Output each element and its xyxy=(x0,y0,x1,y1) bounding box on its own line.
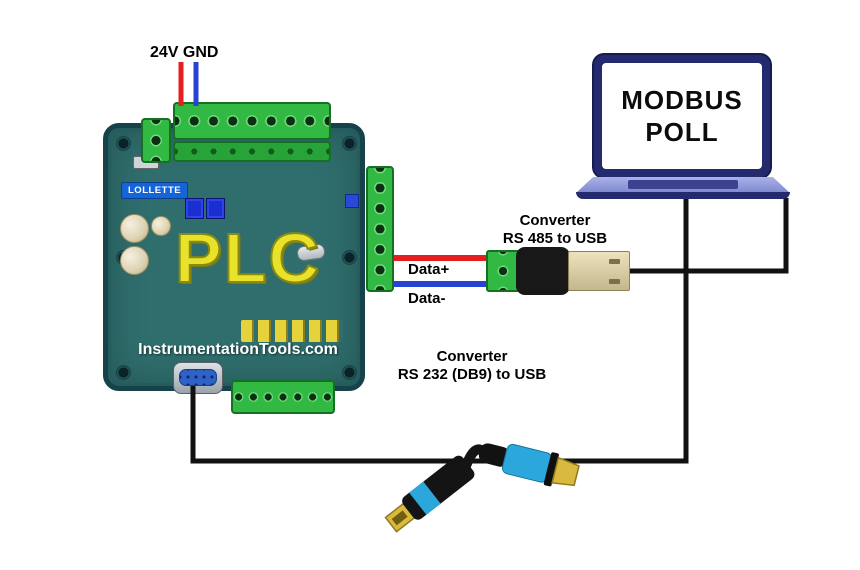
rs485-converter-title-line1: Converter xyxy=(519,212,591,229)
mounting-hole xyxy=(116,365,131,380)
capacitor xyxy=(120,214,149,243)
laptop-base-edge xyxy=(576,192,790,199)
capacitor xyxy=(151,216,171,236)
mounting-hole xyxy=(342,365,357,380)
mounting-hole xyxy=(342,250,357,265)
laptop-base xyxy=(576,177,790,200)
relay-row xyxy=(241,320,343,342)
capacitor xyxy=(120,246,149,275)
rs232-usb-cable-route xyxy=(190,198,689,464)
rs232-converter-title-line1: Converter xyxy=(436,348,508,365)
db9-connector xyxy=(478,443,580,487)
db9-serial-port xyxy=(173,362,223,394)
laptop-keyboard xyxy=(628,180,738,189)
power-label: 24V GND xyxy=(150,44,219,61)
usb-plug xyxy=(568,251,630,291)
modbus-poll-line1: MODBUS xyxy=(621,84,743,115)
terminal-block-top xyxy=(173,102,331,140)
plc-brand-label: LOLLETTE xyxy=(121,182,189,199)
usb-connector xyxy=(384,455,475,533)
laptop-display: MODBUS POLL xyxy=(602,63,762,169)
db9-collar xyxy=(543,452,559,487)
db9-cable-boot xyxy=(478,443,510,467)
db9-gold-dsub xyxy=(551,456,580,487)
rs232-converter-title-line2: RS 232 (DB9) to USB xyxy=(397,366,547,383)
usb-tip-slot xyxy=(391,510,408,526)
rs485-converter-body xyxy=(516,247,570,295)
data-plus-label: Data+ xyxy=(408,261,450,278)
plc-watermark: InstrumentationTools.com xyxy=(138,341,338,358)
data-minus-label: Data- xyxy=(408,290,446,307)
usb-slot xyxy=(609,279,620,284)
plc-title: PLC xyxy=(174,218,321,298)
terminal-block-right xyxy=(366,166,394,292)
usb-blue-stripe xyxy=(409,481,441,515)
usb-body xyxy=(402,455,475,520)
rs485-usb-converter xyxy=(486,247,632,295)
terminal-block-aux xyxy=(141,118,171,163)
plc-board: LOLLETTE PLC InstrumentationTools.com xyxy=(103,123,365,394)
db9-pins xyxy=(179,369,217,386)
trim-pot xyxy=(345,194,359,208)
seven-seg-display xyxy=(206,198,225,219)
modbus-poll-line2: POLL xyxy=(645,117,719,147)
terminal-block-top-screws xyxy=(173,141,331,162)
rs485-usb-cable-route xyxy=(624,198,789,274)
laptop-screen: MODBUS POLL xyxy=(594,55,770,177)
rs485-converter-title-line2: RS 485 to USB xyxy=(502,230,608,247)
terminal-block-bottom xyxy=(231,380,335,414)
seven-seg-display xyxy=(185,198,204,219)
mounting-hole xyxy=(342,136,357,151)
usb-slot xyxy=(609,259,620,264)
mounting-hole xyxy=(116,136,131,151)
